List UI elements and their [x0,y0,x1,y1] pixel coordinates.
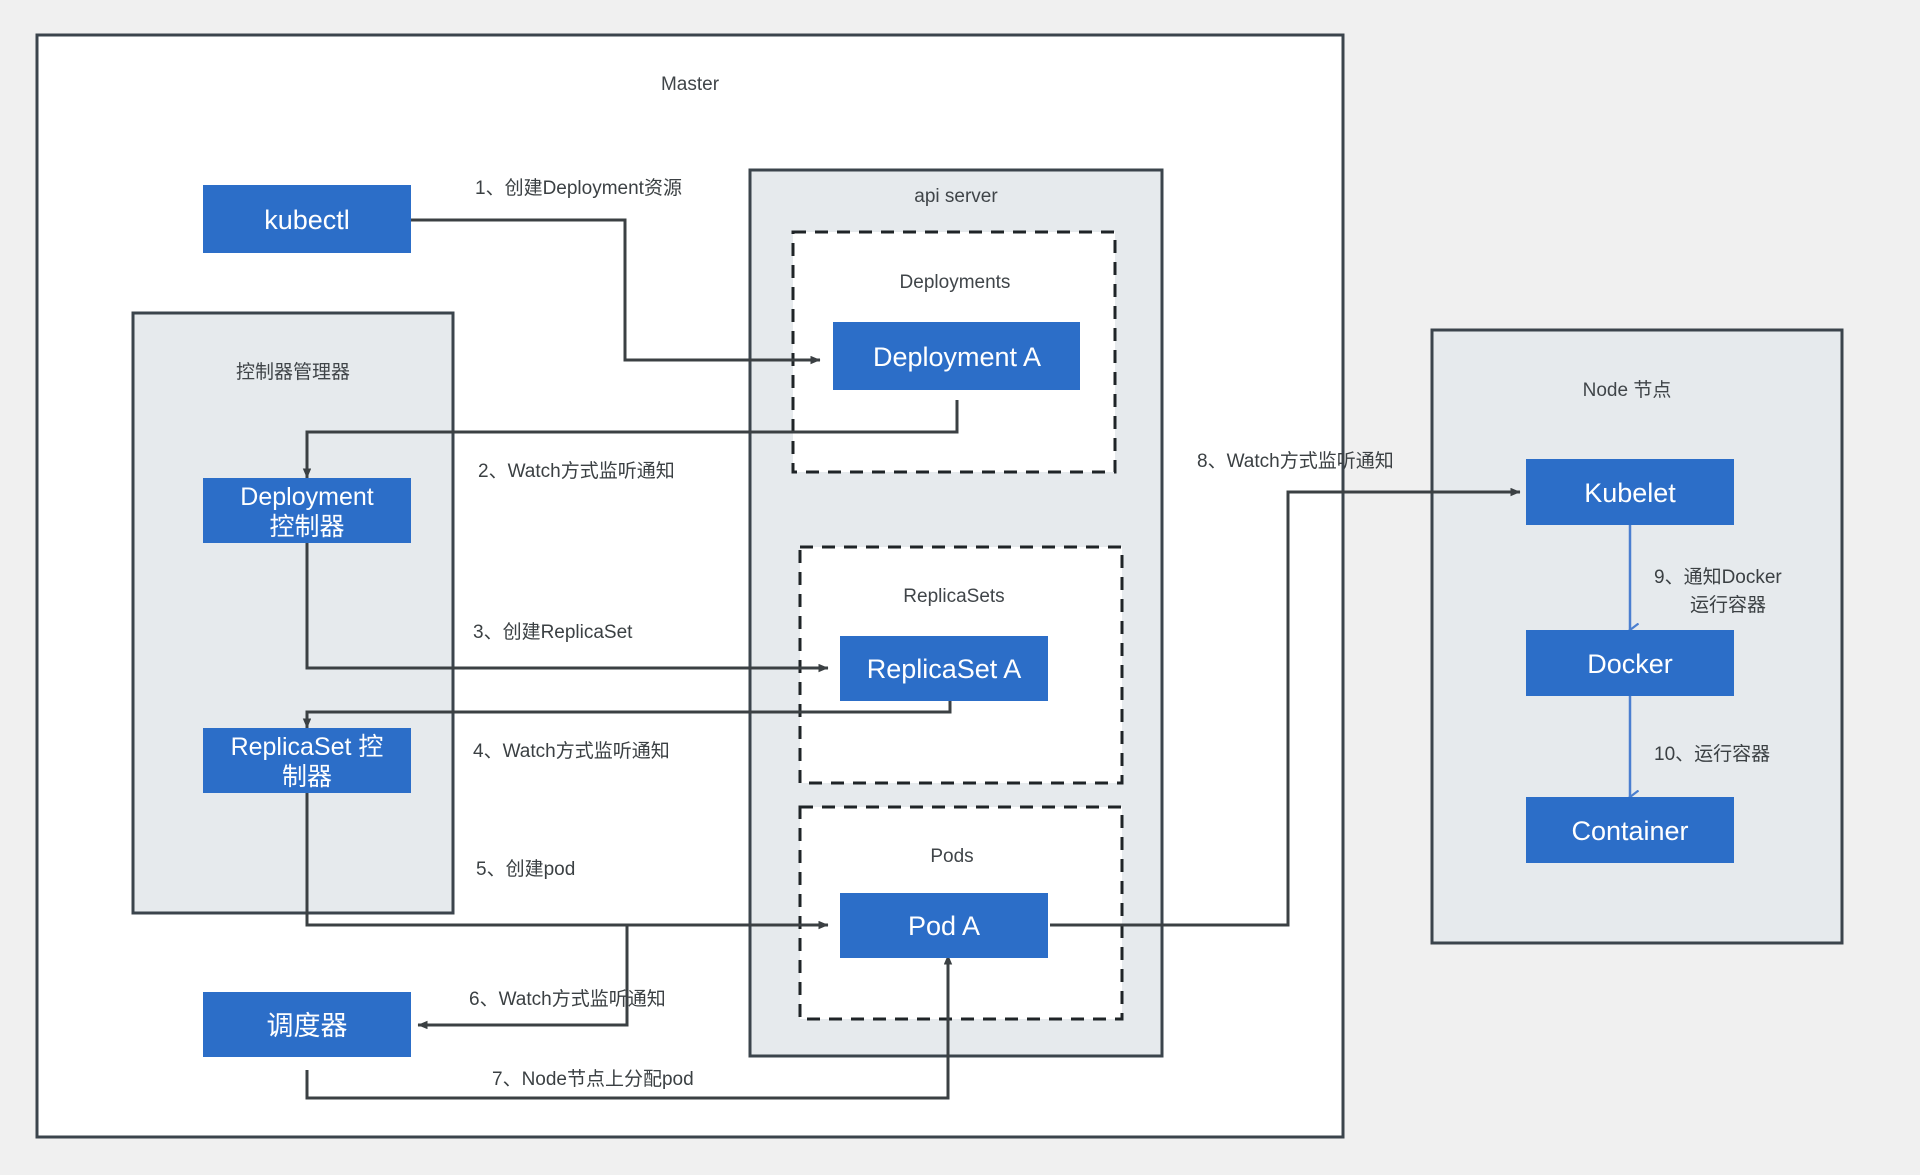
node-docker[interactable]: Docker [1526,630,1734,696]
node-deployment-a-box[interactable] [833,322,1080,390]
edge-scheduler-to-pod-a [305,954,953,1100]
node-replicaset-controller-label-line1: ReplicaSet 控 [231,733,384,761]
node-container-label: Container [1571,816,1688,846]
node-deployment-controller[interactable]: Deployment 控制器 [203,478,411,543]
node-scheduler-box[interactable] [203,992,411,1057]
edge-pod-a-to-kubelet [1050,487,1521,927]
step-label-6: 6、Watch方式监听通知 [469,988,666,1010]
node-replicaset-a-box[interactable] [840,636,1048,701]
node-replicaset-controller[interactable]: ReplicaSet 控 制器 [203,728,411,793]
node-scheduler-label: 调度器 [267,1011,348,1041]
step-label-10: 10、运行容器 [1654,743,1770,765]
node-deployment-a[interactable]: Deployment A [833,322,1080,390]
node-kubectl[interactable]: kubectl [203,185,411,253]
edge-deployment-controller-to-replicaset-a [305,543,829,673]
controller-manager-title: 控制器管理器 [236,361,350,383]
step-label-2: 2、Watch方式监听通知 [478,460,675,482]
step-label-1: 1、创建Deployment资源 [475,177,682,199]
step-label-9-line1: 9、通知Docker [1654,566,1782,588]
node-pod-a-label: Pod A [908,911,980,941]
edge-replicaset-controller-to-pod-a [305,793,829,930]
node-container-box-group[interactable]: Container [1526,797,1734,863]
step-label-4: 4、Watch方式监听通知 [473,740,670,762]
node-title: Node 节点 [1583,379,1672,401]
master-title: Master [661,74,720,95]
controller-manager-border [131,311,455,915]
edge-deployment-a-to-deployment-controller [302,400,959,479]
node-kubectl-label: kubectl [264,205,350,235]
edge-kubectl-to-deployment-a [411,218,821,365]
step-label-3: 3、创建ReplicaSet [473,621,633,643]
node-deployment-controller-label-line2: 控制器 [269,513,344,541]
node-replicaset-a[interactable]: ReplicaSet A [840,636,1048,701]
node-replicaset-controller-label-line2: 制器 [282,763,332,791]
node-pod-a[interactable]: Pod A [840,893,1048,958]
node-scheduler[interactable]: 调度器 [203,992,411,1057]
node-kubectl-box[interactable] [203,185,411,253]
edge-replicaset-a-to-replicaset-controller [302,700,952,729]
step-label-5: 5、创建pod [476,858,575,880]
node-container-box[interactable] [1526,797,1734,863]
node-deployment-controller-label-line1: Deployment [240,483,373,511]
controller-manager-group: 控制器管理器 [131,311,455,915]
node-deployment-controller-box[interactable] [203,478,411,543]
node-kubelet-box[interactable] [1526,459,1734,525]
node-kubelet-label: Kubelet [1584,478,1676,508]
node-kubelet[interactable]: Kubelet [1526,459,1734,525]
api-server-title: api server [914,186,998,207]
node-docker-box[interactable] [1526,630,1734,696]
node-deployment-a-label: Deployment A [873,342,1041,372]
deployments-title: Deployments [900,272,1011,293]
step-label-8: 8、Watch方式监听通知 [1197,450,1394,472]
node-pod-a-box[interactable] [840,893,1048,958]
replicasets-title: ReplicaSets [903,586,1004,607]
step-label-9-line2: 运行容器 [1690,594,1766,616]
node-replicaset-a-label: ReplicaSet A [867,654,1022,684]
pods-title: Pods [930,846,973,867]
node-docker-label: Docker [1587,649,1673,679]
edge-pod-a-to-scheduler [417,925,629,1030]
step-label-7: 7、Node节点上分配pod [492,1068,694,1090]
node-replicaset-controller-box[interactable] [203,728,411,793]
